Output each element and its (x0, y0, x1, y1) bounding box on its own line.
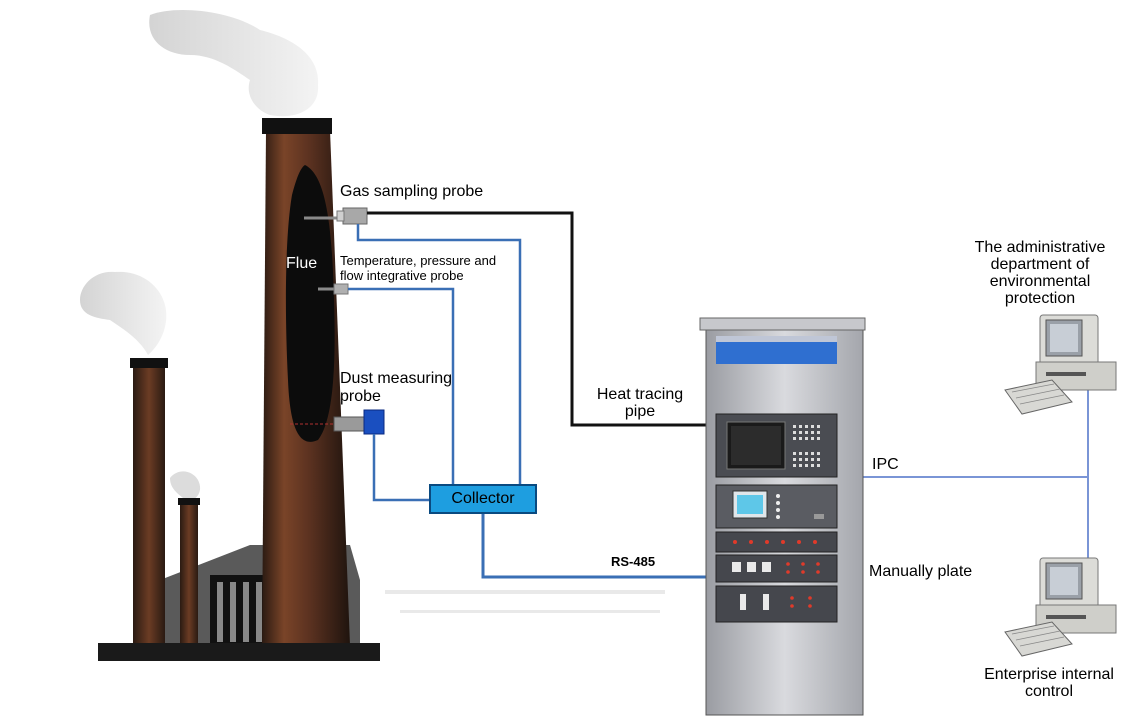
admin-label-3: environmental (989, 273, 1091, 290)
gas-to-collector-line (356, 224, 522, 484)
ground-base (98, 643, 380, 661)
dust-probe-label-1: Dust measuring (340, 370, 453, 387)
cabinet-header-band (716, 342, 837, 364)
enterprise-label-2: control (1024, 683, 1074, 700)
ipc-label: IPC (872, 456, 899, 473)
left-chimney (133, 362, 165, 645)
gas-sampling-probe-label: Gas sampling probe (340, 183, 484, 200)
temp-probe-label-1: Temperature, pressure and (340, 253, 497, 268)
reflection (385, 590, 665, 613)
heat-tracing-pipe-line (367, 211, 706, 427)
gas-sampling-probe (304, 207, 368, 225)
dust-probe-label-2: probe (340, 388, 381, 405)
enterprise-computer-icon (1004, 557, 1117, 657)
admin-label-1: The administrative (974, 239, 1106, 256)
enterprise-label-1: Enterprise internal (984, 666, 1114, 683)
mini-chimney (180, 502, 198, 645)
left-smoke (80, 271, 167, 355)
rs485-line (481, 513, 706, 579)
collector-label: Collector (451, 490, 515, 507)
temp-probe-label-2: flow integrative probe (340, 268, 464, 283)
admin-computer-icon (1004, 314, 1117, 415)
collector-box (429, 484, 537, 514)
main-smoke (149, 10, 319, 117)
cabinet-power-panel (715, 585, 838, 623)
analyzer-cabinet (699, 317, 866, 716)
dust-to-collector-line (372, 434, 430, 502)
rs485-label: RS-485 (611, 554, 656, 569)
mini-smoke (170, 471, 201, 502)
heat-tracing-label-2: pipe (624, 403, 656, 420)
admin-label-2: department of (990, 256, 1090, 273)
manual-plate-label: Manually plate (869, 563, 973, 580)
temp-to-collector-line (348, 287, 455, 484)
flue-label: Flue (286, 255, 318, 272)
admin-label-4: protection (1004, 290, 1076, 307)
flue-channel (285, 165, 335, 442)
cabinet-indicator-panel (715, 531, 838, 553)
heat-tracing-label-1: Heat tracing (596, 386, 684, 403)
factory-illustration (80, 10, 380, 661)
